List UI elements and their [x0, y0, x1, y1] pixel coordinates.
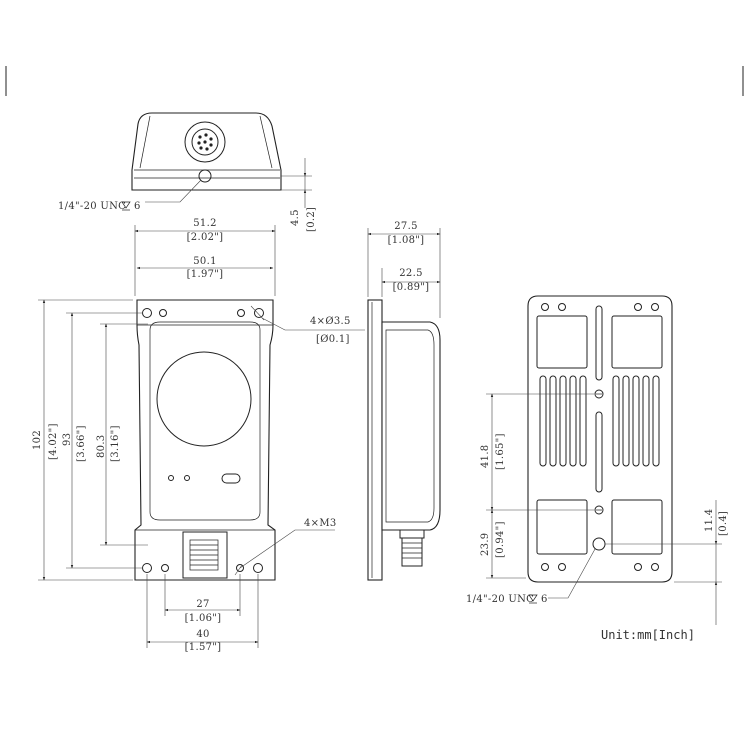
connector-plug: [182, 531, 228, 579]
front-inner-height-in: [3.16"]: [110, 425, 121, 462]
front-mid-height-mm: 93: [62, 433, 73, 446]
tripod-mount-hole: [198, 169, 212, 183]
side-view: 27.5 [1.08"] 22.5 [0.89"]: [367, 221, 441, 581]
front-view: 51.2 [2.02"] 50.1 [1.97"] 4×Ø3.5 [Ø0.1] …: [32, 218, 365, 653]
back-mount-offset-in: [0.4]: [718, 511, 729, 536]
top-thread-note: 1/4"-20 UNC: [58, 201, 126, 212]
front-bottom-span-in: [1.57"]: [185, 642, 222, 653]
back-screw-bottom: [594, 505, 604, 515]
indicator-led-left: [168, 475, 174, 481]
front-hole-note-mm: 4×Ø3.5: [310, 316, 351, 327]
front-inner-width-in: [1.97"]: [187, 269, 224, 280]
top-offset-in: [0.2]: [306, 207, 317, 232]
back-screw-top: [594, 389, 604, 399]
front-inner-height-mm: 80.3: [96, 435, 107, 458]
side-depth-in: [1.08"]: [388, 235, 425, 246]
back-thread-note: 1/4"-20 UNC: [466, 594, 534, 605]
side-depth-mm: 27.5: [394, 221, 417, 232]
back-hole-bottom-in: [0.94"]: [495, 521, 506, 558]
cooling-fins: [539, 375, 660, 467]
front-height-mm: 102: [32, 430, 43, 450]
front-height-in: [4.02"]: [48, 423, 59, 460]
depth-symbol-icon: [528, 594, 538, 602]
side-body-depth-mm: 22.5: [399, 268, 422, 279]
front-width-in: [2.02"]: [187, 232, 224, 243]
back-hole-bottom-mm: 23.9: [480, 533, 491, 556]
back-mount-offset-mm: 11.4: [704, 509, 715, 532]
depth-symbol-icon: [121, 201, 131, 209]
front-bottom-pitch-in: [1.06"]: [185, 613, 222, 624]
top-view: 4.5 [0.2] 1/4"-20 UNC 6: [58, 112, 317, 232]
front-width-mm: 51.2: [193, 218, 216, 229]
front-mid-height-in: [3.66"]: [76, 425, 87, 462]
indicator-led-right: [184, 475, 190, 481]
top-offset-mm: 4.5: [290, 209, 301, 226]
back-hole-spacing-in: [1.65"]: [495, 433, 506, 470]
front-hole-note-in: [Ø0.1]: [316, 334, 350, 345]
status-slot: [221, 473, 241, 484]
side-connector: [399, 529, 425, 567]
connector-face: [184, 121, 226, 163]
mount-hole-tr: [254, 308, 264, 318]
unit-label: Unit:mm[Inch]: [601, 628, 695, 642]
front-inner-width-mm: 50.1: [193, 256, 216, 267]
side-body-depth-in: [0.89"]: [393, 282, 430, 293]
back-hole-spacing-mm: 41.8: [480, 445, 491, 468]
lens-window: [156, 351, 252, 447]
mount-hole-br: [253, 563, 263, 573]
top-thread-depth: 6: [134, 201, 141, 212]
back-view: 41.8 [1.65"] 23.9 [0.94"] 11.4 [0.4] 1/4…: [466, 295, 729, 625]
back-thread-depth: 6: [541, 594, 548, 605]
front-bottom-span-mm: 40: [196, 629, 209, 640]
front-screw-note: 4×M3: [304, 518, 337, 529]
front-bottom-pitch-mm: 27: [196, 599, 209, 610]
